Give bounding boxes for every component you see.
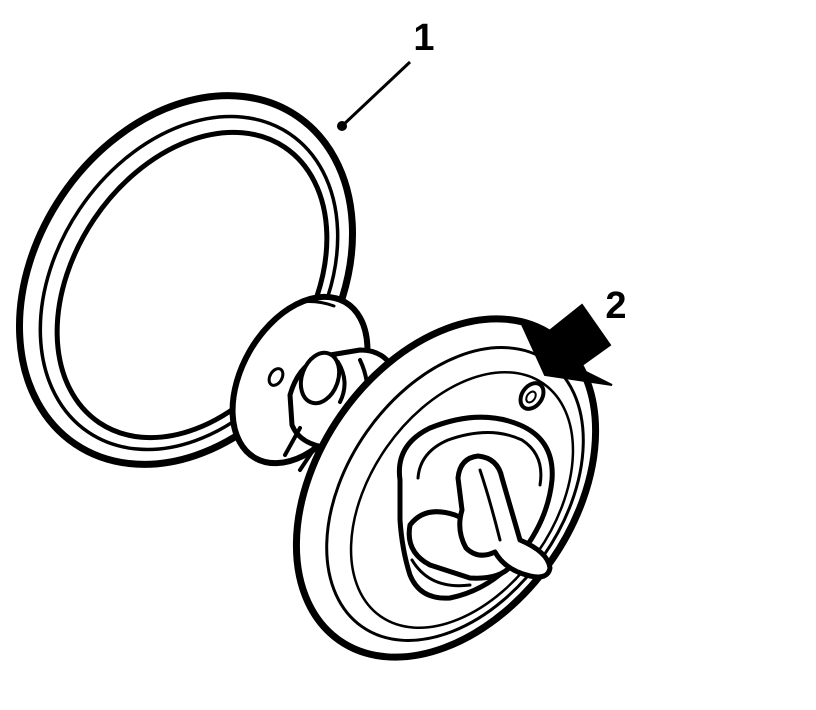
- thermostat: [229, 293, 600, 661]
- callout-2: 2: [518, 285, 627, 386]
- callout-1: 1: [337, 17, 435, 131]
- actuator-arm: [455, 453, 553, 580]
- arrow-icon: [518, 303, 613, 386]
- callout-label-2: 2: [605, 285, 626, 327]
- leader-dot-1: [337, 121, 347, 131]
- bleed-hole: [518, 381, 546, 411]
- leader-line-1: [340, 60, 412, 128]
- callout-label-1: 1: [413, 17, 434, 59]
